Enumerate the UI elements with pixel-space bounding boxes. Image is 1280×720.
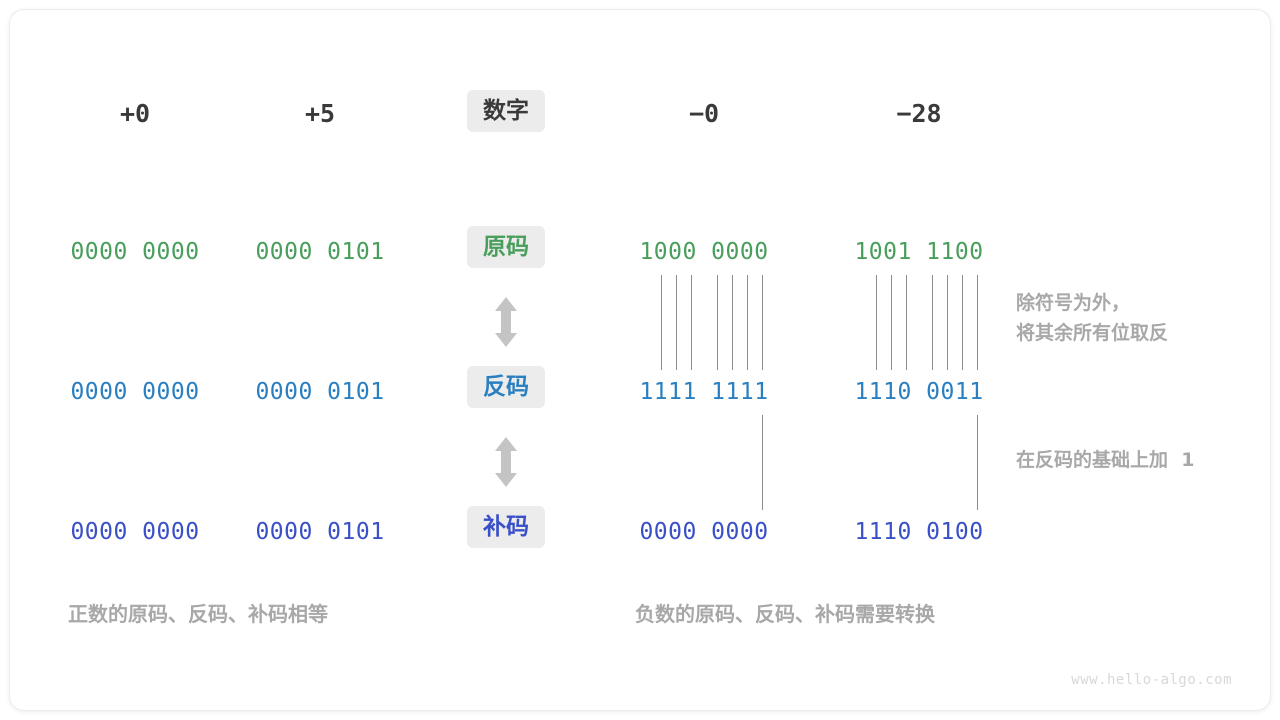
cell-buma-plus-five: 0000 0101 — [255, 519, 385, 545]
cell-fanma-minus-zero: 1111 1111 — [639, 379, 769, 405]
cell-yuanma-plus-five: 0000 0101 — [255, 239, 385, 265]
cell-yuanma-plus-zero: 0000 0000 — [70, 239, 200, 265]
cell-fanma-plus-zero: 0000 0000 — [70, 379, 200, 405]
row-label-buma: 补码 — [447, 506, 565, 549]
cell-buma-minus-twentyeight: 1110 0100 — [854, 519, 984, 545]
arrow-yuanma-to-fanma — [447, 296, 565, 353]
header-number-minus-zero: −0 — [688, 99, 720, 128]
header-number-minus-twentyeight: −28 — [896, 99, 942, 128]
row-label-fanma: 反码 — [447, 366, 565, 409]
row-label-fanma-text: 反码 — [467, 366, 545, 409]
double-headed-vertical-arrow-icon — [495, 437, 517, 487]
cell-yuanma-minus-zero: 1000 0000 — [639, 239, 769, 265]
cell-fanma-minus-twentyeight: 1110 0011 — [854, 379, 984, 405]
row-label-yuanma-text: 原码 — [467, 226, 545, 269]
caption-positive-numbers: 正数的原码、反码、补码相等 — [68, 602, 328, 626]
row-label-yuanma: 原码 — [447, 226, 565, 269]
header-label-chip: 数字 — [447, 90, 565, 133]
cell-yuanma-minus-twentyeight: 1001 1100 — [854, 239, 984, 265]
diagram-frame: +0 +5 数字 −0 −28 0000 0000 0000 0101 原码 1… — [10, 10, 1270, 710]
double-headed-vertical-arrow-icon — [495, 297, 517, 347]
header-number-plus-five: +5 — [304, 99, 336, 128]
cell-buma-minus-zero: 0000 0000 — [639, 519, 769, 545]
row-label-buma-text: 补码 — [467, 506, 545, 549]
watermark-url: www.hello-algo.com — [1071, 672, 1232, 688]
cell-buma-plus-zero: 0000 0000 — [70, 519, 200, 545]
annotation-add-one: 在反码的基础上加 1 — [1016, 449, 1195, 471]
header-label-text: 数字 — [467, 90, 545, 133]
caption-negative-numbers: 负数的原码、反码、补码需要转换 — [635, 602, 935, 626]
annotation-invert-bits: 除符号为外， 将其余所有位取反 — [1016, 292, 1169, 344]
header-number-plus-zero: +0 — [119, 99, 151, 128]
cell-fanma-plus-five: 0000 0101 — [255, 379, 385, 405]
arrow-fanma-to-buma — [447, 436, 565, 493]
